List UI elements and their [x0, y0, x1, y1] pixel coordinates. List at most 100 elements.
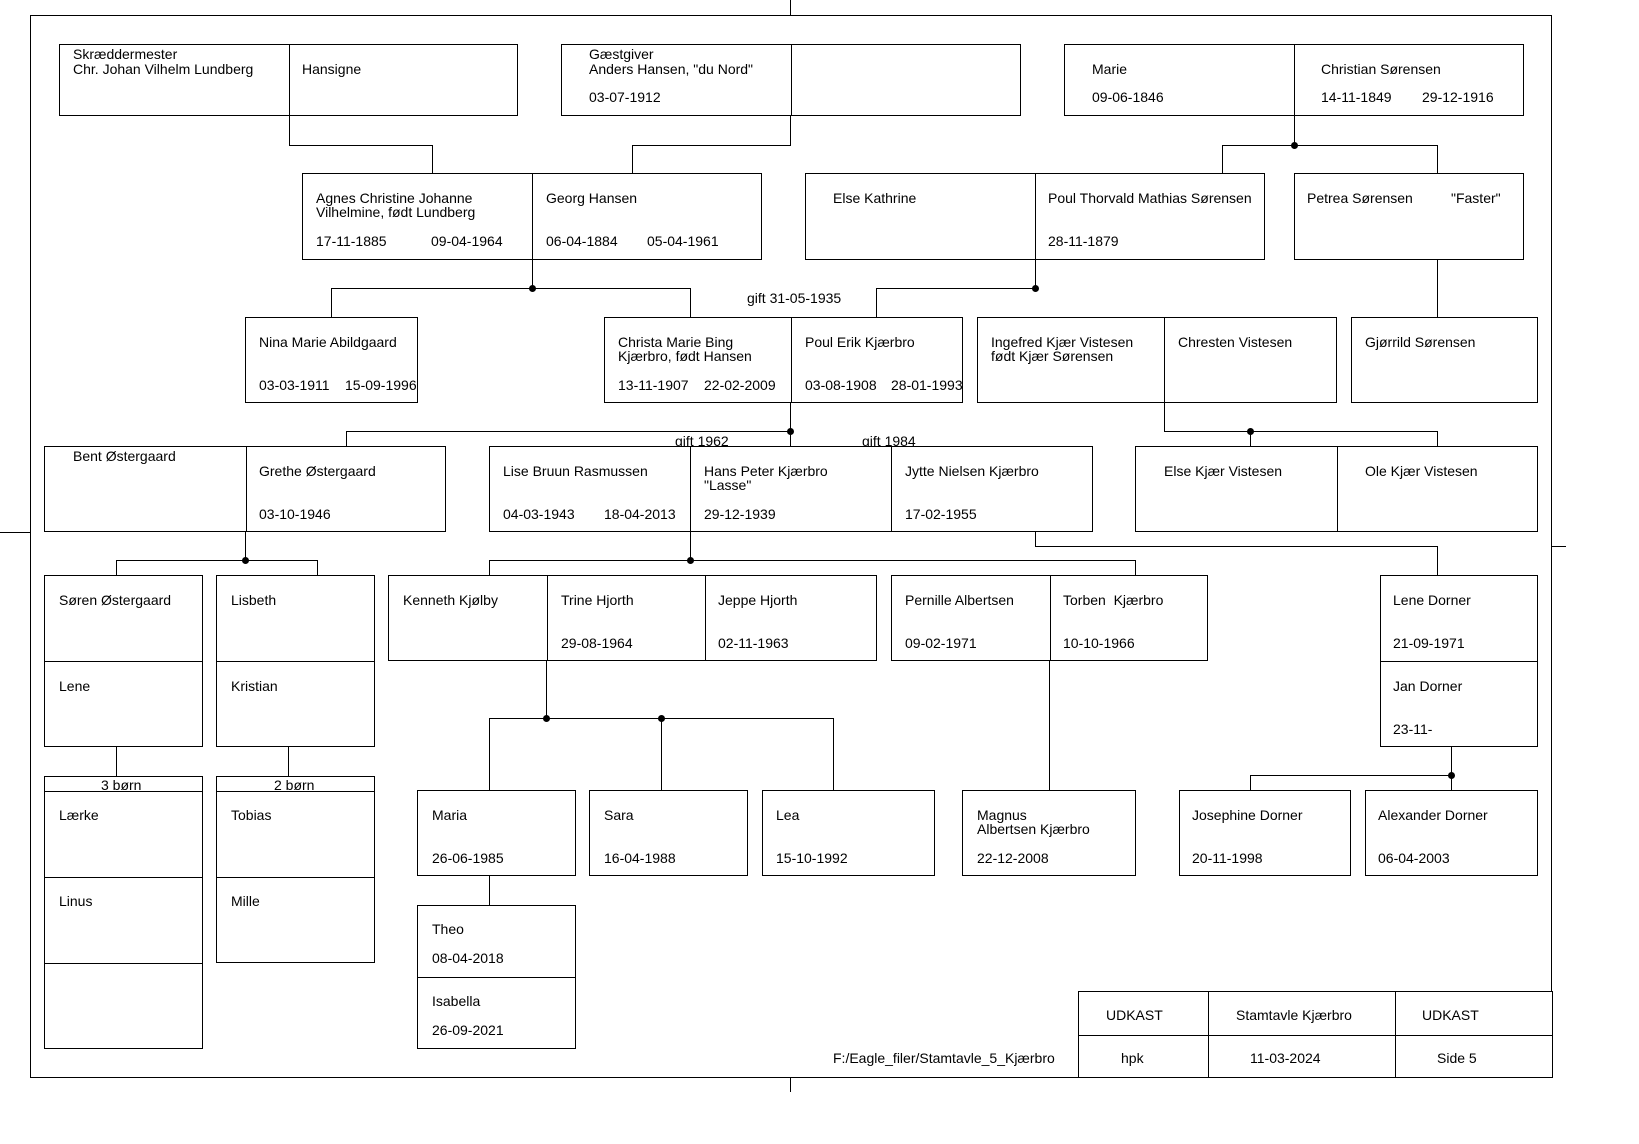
- junction-dot: [242, 557, 249, 564]
- connector: [876, 288, 1036, 289]
- person-petrea: Petrea Sørensen "Faster": [1294, 173, 1524, 260]
- person-name: Linus: [59, 893, 93, 909]
- person-name: Kjærbro, født Hansen: [618, 348, 752, 364]
- divider: [418, 977, 575, 978]
- connector: [1222, 145, 1223, 174]
- divider: [45, 661, 202, 662]
- connector: [1035, 532, 1036, 547]
- connector: [546, 661, 547, 719]
- couple-lundberg: Skræddermester Chr. Johan Vilhelm Lundbe…: [59, 44, 518, 116]
- person-lea: Lea 15-10-1992: [762, 790, 935, 876]
- person-name: Lene Dorner: [1393, 592, 1471, 608]
- person-name: Jan Dorner: [1393, 678, 1463, 694]
- file-path: F:/Eagle_filer/Stamtavle_5_Kjærbro: [833, 1050, 1055, 1066]
- connector: [1164, 431, 1438, 432]
- person-date: 16-04-1988: [604, 850, 676, 866]
- junction-dot: [658, 715, 665, 722]
- person-date: 15-09-1996: [345, 377, 417, 393]
- person-name: Marie: [1092, 61, 1128, 77]
- connector: [1250, 775, 1251, 790]
- person-name: Tobias: [231, 807, 272, 823]
- person-name: Lene: [59, 678, 91, 694]
- sheet-date: 11-03-2024: [1250, 1050, 1321, 1066]
- person-maria: Maria 26-06-1985: [417, 790, 576, 876]
- person-date: 20-11-1998: [1192, 850, 1263, 866]
- junction-dot: [1291, 142, 1298, 149]
- person-name: Sara: [604, 807, 634, 823]
- connector: [690, 532, 691, 561]
- children-soren: 3 børn Lærke Linus: [44, 776, 203, 1049]
- connector: [1035, 546, 1438, 547]
- person-name: Nina Marie Abildgaard: [259, 334, 397, 350]
- status-left: UDKAST: [1106, 1007, 1163, 1023]
- person-name: Petrea Sørensen: [1307, 190, 1413, 206]
- divider: [45, 791, 202, 792]
- person-alexander: Alexander Dorner 06-04-2003: [1365, 790, 1538, 876]
- marriage-label: gift 31-05-1935: [747, 290, 842, 306]
- connector: [632, 145, 791, 146]
- person-date: 15-10-1992: [776, 850, 848, 866]
- connector: [116, 560, 117, 575]
- connector: [331, 288, 691, 289]
- person-date: 29-12-1939: [704, 506, 776, 522]
- couple-sorensen: Marie 09-06-1846 Christian Sørensen 14-1…: [1064, 44, 1524, 116]
- divider: [217, 791, 374, 792]
- person-date: 06-04-2003: [1378, 850, 1450, 866]
- person-date: 26-09-2021: [432, 1022, 504, 1038]
- person-date: 03-07-1912: [589, 89, 661, 105]
- connector: [1451, 775, 1452, 790]
- person-name: Hans Peter Kjærbro: [704, 463, 828, 479]
- person-name: Lise Bruun Rasmussen: [503, 463, 648, 479]
- person-date: 21-09-1971: [1393, 635, 1465, 651]
- person-name: Christa Marie Bing: [618, 334, 734, 350]
- person-date: 22-02-2009: [704, 377, 776, 393]
- divider: [1164, 318, 1165, 402]
- person-name: Bent Østergaard: [73, 448, 176, 464]
- person-name: Jeppe Hjorth: [718, 592, 798, 608]
- person-sara: Sara 16-04-1988: [589, 790, 748, 876]
- person-date: 29-08-1964: [561, 635, 633, 651]
- children-maria: Theo 08-04-2018 Isabella 26-09-2021: [417, 905, 576, 1049]
- person-name: Theo: [432, 921, 464, 937]
- person-name: Georg Hansen: [546, 190, 638, 206]
- person-name: Gjørrild Sørensen: [1365, 334, 1476, 350]
- person-date: 03-10-1946: [259, 506, 331, 522]
- junction-dot: [543, 715, 550, 722]
- couple-ingefred-chresten: Ingefred Kjær Vistesen født Kjær Sørense…: [977, 317, 1337, 403]
- connector: [790, 403, 791, 446]
- siblings-vistesen: Else Kjær Vistesen Ole Kjær Vistesen: [1135, 446, 1538, 532]
- person-date: 02-11-1963: [718, 635, 789, 651]
- divider: [1294, 45, 1295, 115]
- person-name: Albertsen Kjærbro: [977, 821, 1090, 837]
- connector: [489, 876, 490, 905]
- connector: [116, 560, 318, 561]
- connector: [346, 431, 347, 446]
- connector: [432, 145, 433, 174]
- person-nickname: "Lasse": [704, 477, 752, 493]
- person-date: 03-03-1911: [259, 377, 330, 393]
- person-date: 10-10-1966: [1063, 635, 1135, 651]
- couple-soren-lene: Søren Østergaard Lene: [44, 575, 203, 747]
- person-name: Poul Thorvald Mathias Sørensen: [1048, 190, 1252, 206]
- person-name: Mille: [231, 893, 260, 909]
- connector: [1437, 431, 1438, 446]
- divider: [705, 576, 706, 660]
- connector: [1437, 260, 1438, 318]
- person-date: 09-02-1971: [905, 635, 977, 651]
- person-date: 22-12-2008: [977, 850, 1049, 866]
- divider: [45, 963, 202, 964]
- divider: [1050, 576, 1051, 660]
- connector: [1451, 747, 1452, 776]
- connector: [346, 431, 791, 432]
- divider: [791, 318, 792, 402]
- person-name: Josephine Dorner: [1192, 807, 1303, 823]
- couple-agnes-georg: Agnes Christine Johanne Vilhelmine, født…: [302, 173, 762, 260]
- connector: [532, 260, 533, 289]
- connector: [331, 288, 332, 318]
- connector: [288, 747, 289, 776]
- person-title: Gæstgiver: [589, 46, 654, 62]
- divider: [791, 45, 792, 115]
- family-hans-peter: Lise Bruun Rasmussen 04-03-1943 18-04-20…: [489, 446, 1093, 532]
- person-name: Else Kathrine: [833, 190, 917, 206]
